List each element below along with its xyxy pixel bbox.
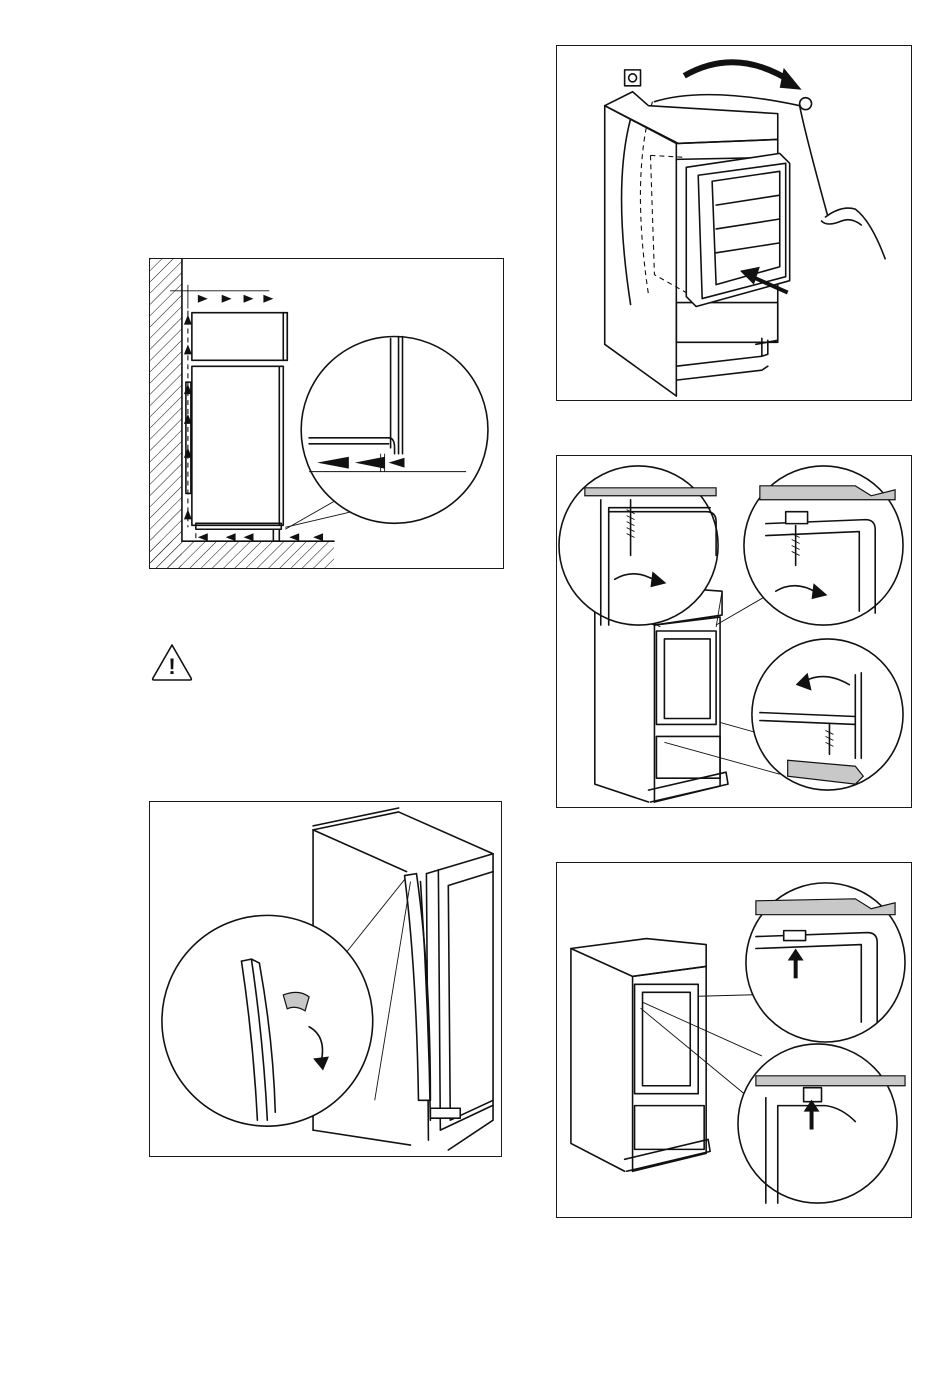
figure-hinge-screw-fixing [556,455,912,808]
hinge-screws-illustration [557,456,911,807]
ventilation-airflow-illustration [150,259,503,568]
figure-door-seal-strip [149,801,502,1157]
figure-bracket-clip-fitting [556,862,912,1218]
warning-glyph: ! [168,654,175,679]
bracket-clips-illustration [557,863,911,1217]
figure-cabinet-cable-pull [556,45,912,401]
door-seal-strip-illustration [150,802,501,1156]
cable-pull-installation-illustration [557,46,911,400]
figure-ventilation-diagram [149,258,504,569]
warning-triangle-icon: ! [150,642,194,682]
